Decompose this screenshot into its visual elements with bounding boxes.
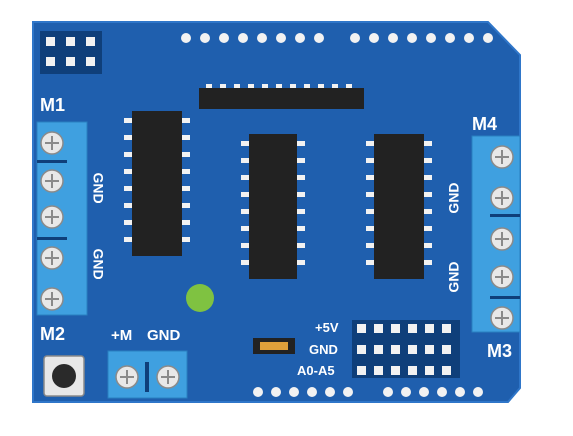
- label-m3: M3: [487, 341, 513, 361]
- bottom-header-left: [253, 387, 353, 397]
- driver-chip-1: [124, 111, 190, 256]
- label-gnd-right-top: GND: [445, 182, 462, 214]
- power-terminal-block: [107, 350, 188, 399]
- label-m1: M1: [40, 95, 66, 115]
- label-power-gnd: GND: [147, 327, 181, 344]
- label-gnd-left-bottom: GND: [90, 248, 107, 280]
- terminal-m1-block: [36, 121, 88, 316]
- push-button-icon[interactable]: [43, 355, 85, 397]
- analog-header-grid: [352, 320, 460, 378]
- driver-chip-3: [366, 134, 432, 279]
- label-gnd-right-bottom: GND: [445, 261, 462, 293]
- driver-chip-2: [241, 134, 305, 279]
- shift-register-chip: [199, 84, 364, 109]
- top-header-right: [350, 33, 493, 43]
- label-gnd-left-top: GND: [90, 172, 107, 204]
- top-header-left: [181, 33, 324, 43]
- resistor-component: [253, 338, 295, 354]
- icsp-header: [40, 31, 102, 74]
- label-header-gnd: GND: [309, 342, 338, 357]
- label-header-5v: +5V: [315, 320, 339, 335]
- led-indicator-icon: [186, 284, 214, 312]
- label-power-m: +M: [111, 327, 133, 344]
- terminal-m4-m3-block: [471, 135, 521, 333]
- bottom-header-right: [383, 387, 483, 397]
- label-m4: M4: [472, 114, 498, 134]
- label-header-a0a5: A0-A5: [297, 363, 335, 378]
- label-m2: M2: [40, 324, 66, 344]
